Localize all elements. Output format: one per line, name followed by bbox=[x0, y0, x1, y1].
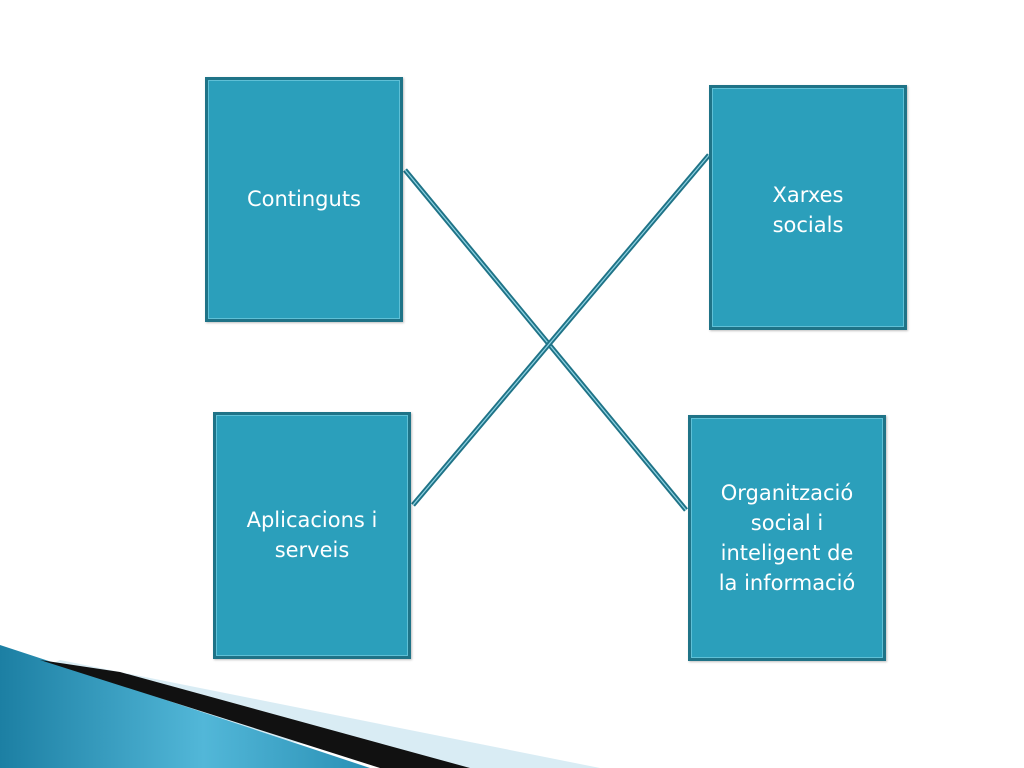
node-aplicacions-serveis: Aplicacions i serveis bbox=[213, 412, 411, 659]
node-aplicacions-serveis-label: Aplicacions i serveis bbox=[246, 508, 378, 562]
node-continguts: Continguts bbox=[205, 77, 403, 322]
node-organitzacio-informacio-label: Organització social i inteligent de la i… bbox=[718, 481, 856, 595]
corner-dark-swoosh bbox=[40, 660, 470, 768]
node-xarxes-socials: Xarxes socials bbox=[709, 85, 907, 330]
connector-top-right-to-bottom-left bbox=[411, 153, 711, 507]
node-continguts-label: Continguts bbox=[246, 187, 361, 211]
connector-top-left-to-bottom-right bbox=[403, 168, 688, 512]
node-xarxes-socials-label: Xarxes socials bbox=[772, 183, 844, 237]
node-organitzacio-informacio: Organització social i inteligent de la i… bbox=[688, 415, 886, 661]
